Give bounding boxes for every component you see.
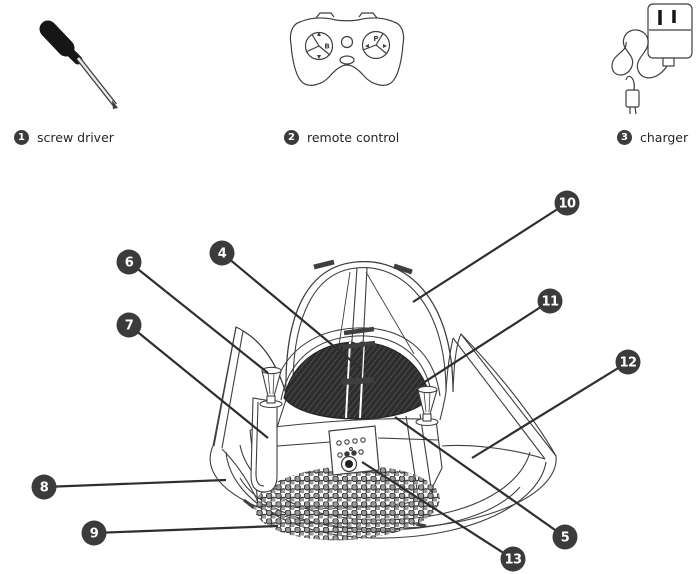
callout-10-circle [554,190,580,216]
center-mast [337,267,415,385]
callout-9-circle [81,520,107,546]
remote-control-icon: B P [289,12,405,86]
callout-6-number: 6 [125,256,134,271]
callout-7: 7 [116,312,269,439]
callout-6-line [128,261,269,374]
callout-4-line [221,252,361,369]
callout-11-line [419,300,551,386]
part-3-badge: 3 [617,129,632,145]
part-3-text: charger [640,129,689,145]
left-pillar [250,397,278,493]
screwdriver-icon [39,20,118,109]
callout-7-number: 7 [125,319,134,334]
callout-5-line [394,416,566,538]
charger-icon [611,3,693,115]
callout-layer: 4 5 6 7 8 9 10 11 12 13 [31,190,641,572]
callout-11-number: 11 [541,295,559,310]
remote-right-pad-letter: P [373,35,378,43]
remote-left-pad-letter: B [324,43,329,51]
callout-13: 13 [361,461,526,572]
callout-5-number: 5 [561,531,570,546]
callout-8-number: 8 [40,481,49,496]
part-2-text: remote control [307,129,400,145]
callout-10-line [412,202,568,303]
callout-6-circle [116,249,142,275]
power-button [340,455,358,473]
callout-12-number: 12 [619,356,636,371]
callout-11: 11 [419,288,563,386]
vehicle-illustration [209,259,557,545]
part-1-text: screw driver [37,129,114,145]
outer-shell [213,326,557,503]
part-label-remote-control: 2 remote control [284,129,399,145]
right-cone-light [415,385,439,427]
callout-4-number: 4 [218,247,227,262]
callout-7-line [128,324,269,439]
callout-12-circle [615,349,641,375]
callout-13-number: 13 [504,553,522,568]
callout-4-circle [209,240,235,266]
callout-10: 10 [412,190,580,303]
callout-7-circle [116,312,142,338]
control-panel [328,425,380,476]
callout-9-line [93,524,279,535]
callout-8-circle [31,474,57,500]
callout-9-number: 9 [90,527,99,542]
callout-13-circle [500,546,526,572]
part-1-badge: 1 [14,129,29,145]
callout-5: 5 [394,416,578,550]
callout-12: 12 [471,349,641,459]
callout-8-line [43,478,227,489]
callout-5-circle [552,524,578,550]
callout-4: 4 [209,240,361,369]
part-label-screw-driver: 1 screw driver [14,129,114,145]
callout-6: 6 [116,249,269,374]
part-label-charger: 3 charger [617,129,688,145]
callout-11-circle [537,288,563,314]
callout-12-line [471,361,629,459]
callout-8: 8 [31,474,227,500]
callout-10-number: 10 [558,197,576,212]
callout-9: 9 [81,520,279,546]
part-2-badge: 2 [284,129,299,145]
callout-13-line [361,461,514,560]
